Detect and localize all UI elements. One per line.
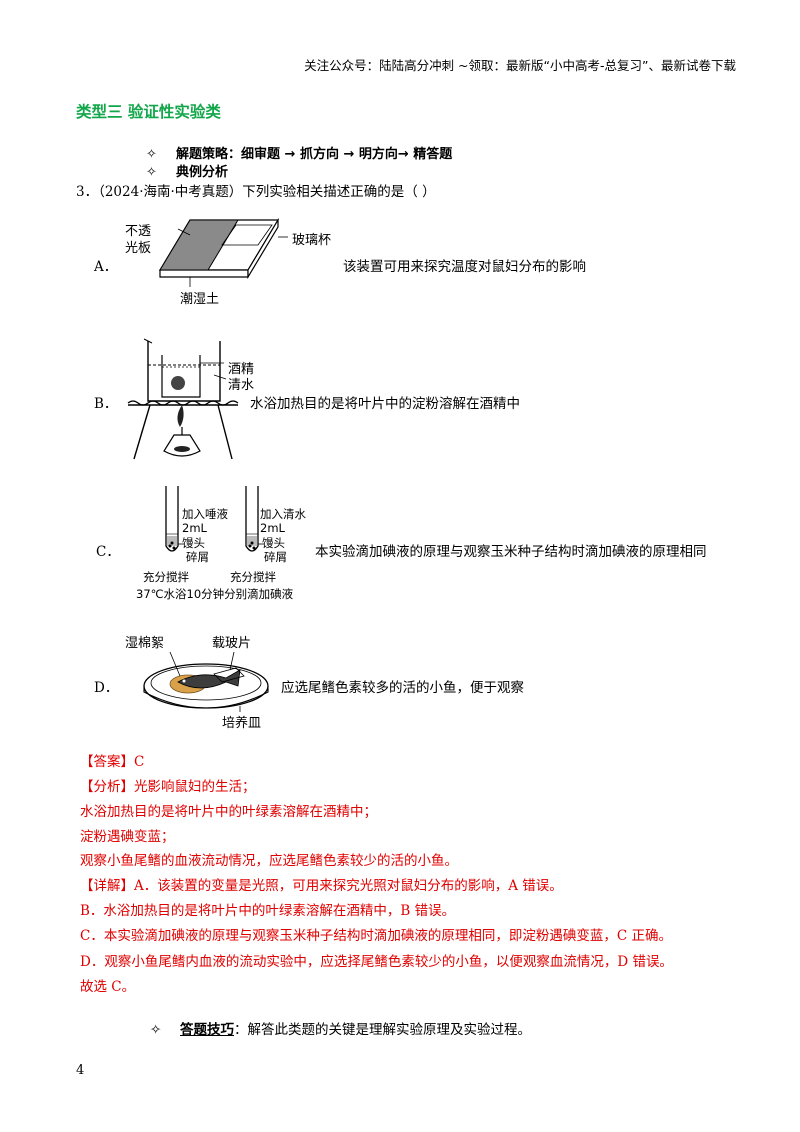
label-soil: 潮湿土 <box>180 292 220 307</box>
analysis-line-4: 观察小鱼尾鳍的血液流动情况，应选尾鳍色素较少的活的小鱼。 <box>80 853 458 869</box>
page-header: 关注公众号：陆陆高分冲刺 ~领取：最新版“小中高考-总复习”、最新试卷下载 <box>304 58 736 73</box>
label-clear-water: 加入清水 <box>260 507 306 521</box>
detail-line-3: C．本实验滴加碘液的原理与观察玉米种子结构时滴加碘液的原理相同，即淀粉遇碘变蓝，… <box>80 928 672 944</box>
label-water: 清水 <box>228 378 255 393</box>
analysis-line-1: 【分析】光影响鼠妇的生活； <box>80 779 256 795</box>
detail-line-5: 故选 C。 <box>80 979 136 995</box>
label-glass: 玻璃杯 <box>292 233 332 248</box>
option-c-letter: C． <box>96 544 120 560</box>
question-stem: 3．（2024·海南·中考真题）下列实验相关描述正确的是（ ） <box>76 184 436 200</box>
option-a-figure <box>158 217 288 287</box>
detail-line-1: 【详解】A．该装置的变量是光照，可用来探究光照对鼠妇分布的影响，A 错误。 <box>80 878 563 894</box>
tip-line: ✧ 答题技巧：解答此类题的关键是理解实验原理及实验过程。 <box>150 1018 531 1038</box>
option-b-letter: B． <box>94 396 118 412</box>
detail-line-4: D．观察小鱼尾鳍内血液的流动实验中，应选择尾鳍色素较少的小鱼，以便观察血流情况，… <box>80 954 673 970</box>
option-d-text: 应选尾鳍色素较多的活的小鱼，便于观察 <box>281 680 524 696</box>
label-saliva: 加入唾液 <box>182 507 228 521</box>
option-a-letter: A． <box>94 259 118 275</box>
example-label: 典例分析 <box>176 165 229 180</box>
label-bread-2: 馒头 <box>262 536 285 550</box>
option-b-figure <box>127 338 239 460</box>
label-wet-cotton: 湿棉絮 <box>125 636 165 651</box>
option-b-text: 水浴加热目的是将叶片中的淀粉溶解在酒精中 <box>250 396 520 412</box>
label-opaque-1: 不透 <box>125 224 152 239</box>
label-2ml-2: 2mL <box>260 521 285 535</box>
analysis-line-2: 水浴加热目的是将叶片中的叶绿素溶解在酒精中； <box>80 804 377 820</box>
option-d-letter: D． <box>94 680 119 696</box>
diamond-bullet-icon: ✧ <box>150 1022 162 1038</box>
page-number: 4 <box>76 1063 85 1078</box>
strategy-line: ✧ 解题策略：细审题 → 抓方向 → 明方向→ 精答题 <box>146 143 452 162</box>
label-water-bath: 37℃水浴10分钟分别滴加碘液 <box>136 587 294 601</box>
option-a-text: 该装置可用来探究温度对鼠妇分布的影响 <box>343 259 586 275</box>
example-heading: ✧ 典例分析 <box>146 161 228 180</box>
label-alcohol: 酒精 <box>228 362 255 377</box>
analysis-line-3: 淀粉遇碘变蓝； <box>80 829 175 845</box>
option-c-text: 本实验滴加碘液的原理与观察玉米种子结构时滴加碘液的原理相同 <box>315 544 707 560</box>
label-opaque-2: 光板 <box>125 241 152 256</box>
label-bread-1: 馒头 <box>182 536 205 550</box>
option-d-figure <box>143 651 269 712</box>
option-c-figure <box>165 486 264 552</box>
section-title: 类型三 验证性实验类 <box>76 103 221 121</box>
label-crumb-2: 碎屑 <box>264 550 287 564</box>
label-stir-2: 充分搅拌 <box>230 570 276 584</box>
label-slide: 载玻片 <box>212 636 252 651</box>
diamond-bullet-icon: ✧ <box>146 147 157 162</box>
tip-label: 答题技巧 <box>180 1022 234 1038</box>
label-crumb-1: 碎屑 <box>186 550 209 564</box>
strategy-label: 解题策略：细审题 → 抓方向 → 明方向→ 精答题 <box>176 147 453 162</box>
label-stir-1: 充分搅拌 <box>143 570 189 584</box>
label-2ml-1: 2mL <box>182 521 207 535</box>
tip-text: ：解答此类题的关键是理解实验原理及实验过程。 <box>234 1022 531 1038</box>
label-petri-dish: 培养皿 <box>222 716 262 731</box>
detail-line-2: B．水浴加热目的是将叶片中的叶绿素溶解在酒精中，B 错误。 <box>80 903 456 919</box>
diamond-bullet-icon: ✧ <box>146 165 157 180</box>
answer-line: 【答案】C <box>80 754 145 770</box>
